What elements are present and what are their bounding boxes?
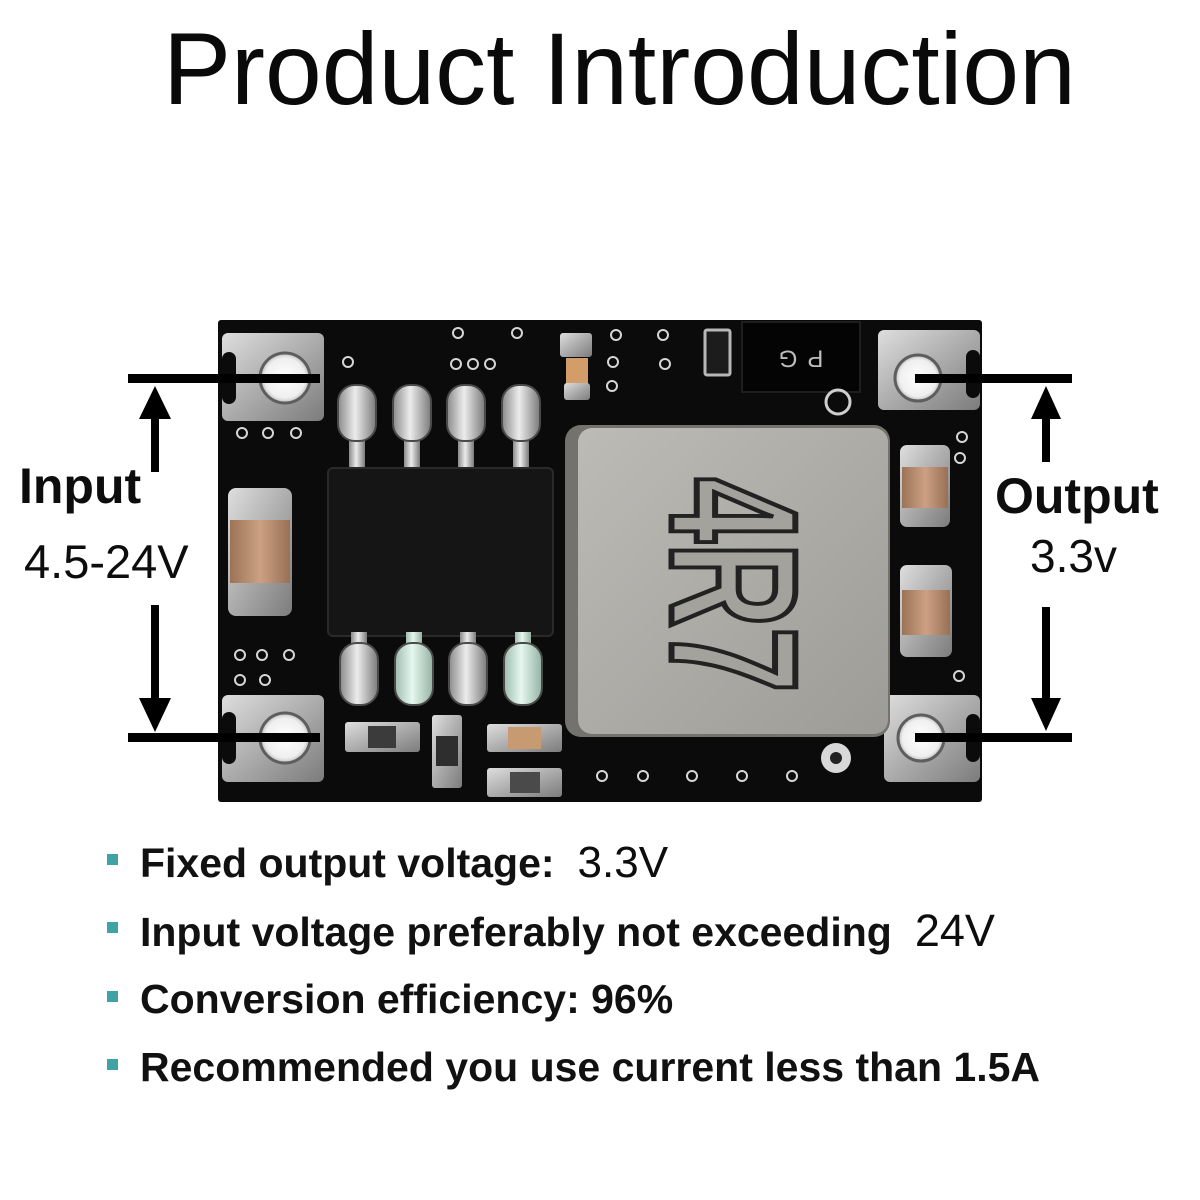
ic-pin <box>337 384 377 472</box>
input-top-dimension-line <box>128 374 320 383</box>
input-dimension <box>128 374 320 742</box>
silkscreen-logo <box>824 388 852 416</box>
output-voltage-value: 3.3v <box>1030 530 1117 582</box>
inductor-marking: 4R7 <box>633 478 834 693</box>
ic-body <box>327 467 554 637</box>
feature-item: Input voltage preferably not exceeding 24… <box>107 908 995 955</box>
feature-value: 3.3V <box>577 838 669 887</box>
via-dot <box>450 358 462 370</box>
via-dot <box>954 452 966 464</box>
input-label: Input <box>19 458 142 514</box>
ic-pin <box>392 384 432 472</box>
pcb-silkscreen-box: PG <box>741 321 861 393</box>
input-down-arrow-icon <box>139 605 171 732</box>
inductor-body <box>578 428 888 734</box>
output-up-arrow-icon <box>1031 386 1061 462</box>
feature-text: Recommended you use current less than 1.… <box>140 1044 1040 1090</box>
via-dot <box>259 674 271 686</box>
via-dot <box>467 358 479 370</box>
via-dot <box>953 670 965 682</box>
input-bottom-dimension-line <box>128 733 320 742</box>
via-dot <box>659 358 671 370</box>
output-label: Output <box>995 468 1159 524</box>
via-dot <box>607 356 619 368</box>
square-bullet-icon <box>107 1059 118 1070</box>
via-dot <box>637 770 649 782</box>
via-dot <box>736 770 748 782</box>
via-dot <box>686 770 698 782</box>
via-dot <box>234 649 246 661</box>
smd-resistor <box>487 768 562 797</box>
via-dot <box>657 329 669 341</box>
page-title: Product Introduction <box>163 12 1076 126</box>
square-bullet-icon <box>107 854 118 865</box>
via-dot <box>786 770 798 782</box>
feature-item: Conversion efficiency: 96% <box>107 976 674 1022</box>
feature-text: Input voltage preferably not exceeding <box>140 909 892 955</box>
ic-pin <box>394 632 434 706</box>
capacitor-right-bottom <box>900 565 952 657</box>
via-dot <box>342 356 354 368</box>
via-dot <box>290 427 302 439</box>
feature-item: Fixed output voltage: 3.3V <box>107 840 668 886</box>
output-bottom-dimension-line <box>915 733 1072 742</box>
output-top-dimension-line <box>915 374 1072 383</box>
input-up-arrow-icon <box>139 386 171 472</box>
ic-pin <box>339 632 379 706</box>
smd-resistor <box>345 722 420 752</box>
via-dot <box>452 327 464 339</box>
via-dot <box>511 327 523 339</box>
feature-item: Recommended you use current less than 1.… <box>107 1044 1040 1090</box>
via-dot <box>610 329 622 341</box>
feature-text: Conversion efficiency: 96% <box>140 976 674 1022</box>
via-dot <box>234 674 246 686</box>
via-dot <box>606 380 618 392</box>
vias <box>234 327 968 782</box>
output-dimension <box>915 374 1072 742</box>
pcb-module: 4R7 <box>218 320 982 802</box>
ic-pin <box>503 632 543 706</box>
output-down-arrow-icon <box>1031 607 1061 731</box>
smd-diode <box>432 715 462 788</box>
square-bullet-icon <box>107 991 118 1002</box>
ic-pin <box>448 632 488 706</box>
status-led <box>560 333 592 400</box>
mounting-pad-top-right <box>878 330 980 410</box>
via-dot <box>256 649 268 661</box>
smd-resistor <box>487 724 562 752</box>
capacitor-right-top <box>900 445 950 527</box>
input-voltage-range: 4.5-24V <box>24 535 189 588</box>
via-dot <box>956 431 968 443</box>
ic-pin <box>446 384 486 472</box>
silkscreen-logo <box>821 743 851 773</box>
inductor: 4R7 <box>565 425 890 737</box>
via-dot <box>283 649 295 661</box>
via-dot <box>596 770 608 782</box>
ic-pin <box>501 384 541 472</box>
ic-chip <box>327 384 554 706</box>
via-dot <box>262 427 274 439</box>
smd-component-top <box>703 328 732 377</box>
pcb-silkscreen-pg: PG <box>769 345 824 372</box>
feature-text: Fixed output voltage: <box>140 840 555 886</box>
square-bullet-icon <box>107 922 118 933</box>
via-dot <box>236 427 248 439</box>
capacitor-left <box>228 488 292 616</box>
feature-value: 24V <box>914 905 995 956</box>
via-dot <box>484 358 496 370</box>
